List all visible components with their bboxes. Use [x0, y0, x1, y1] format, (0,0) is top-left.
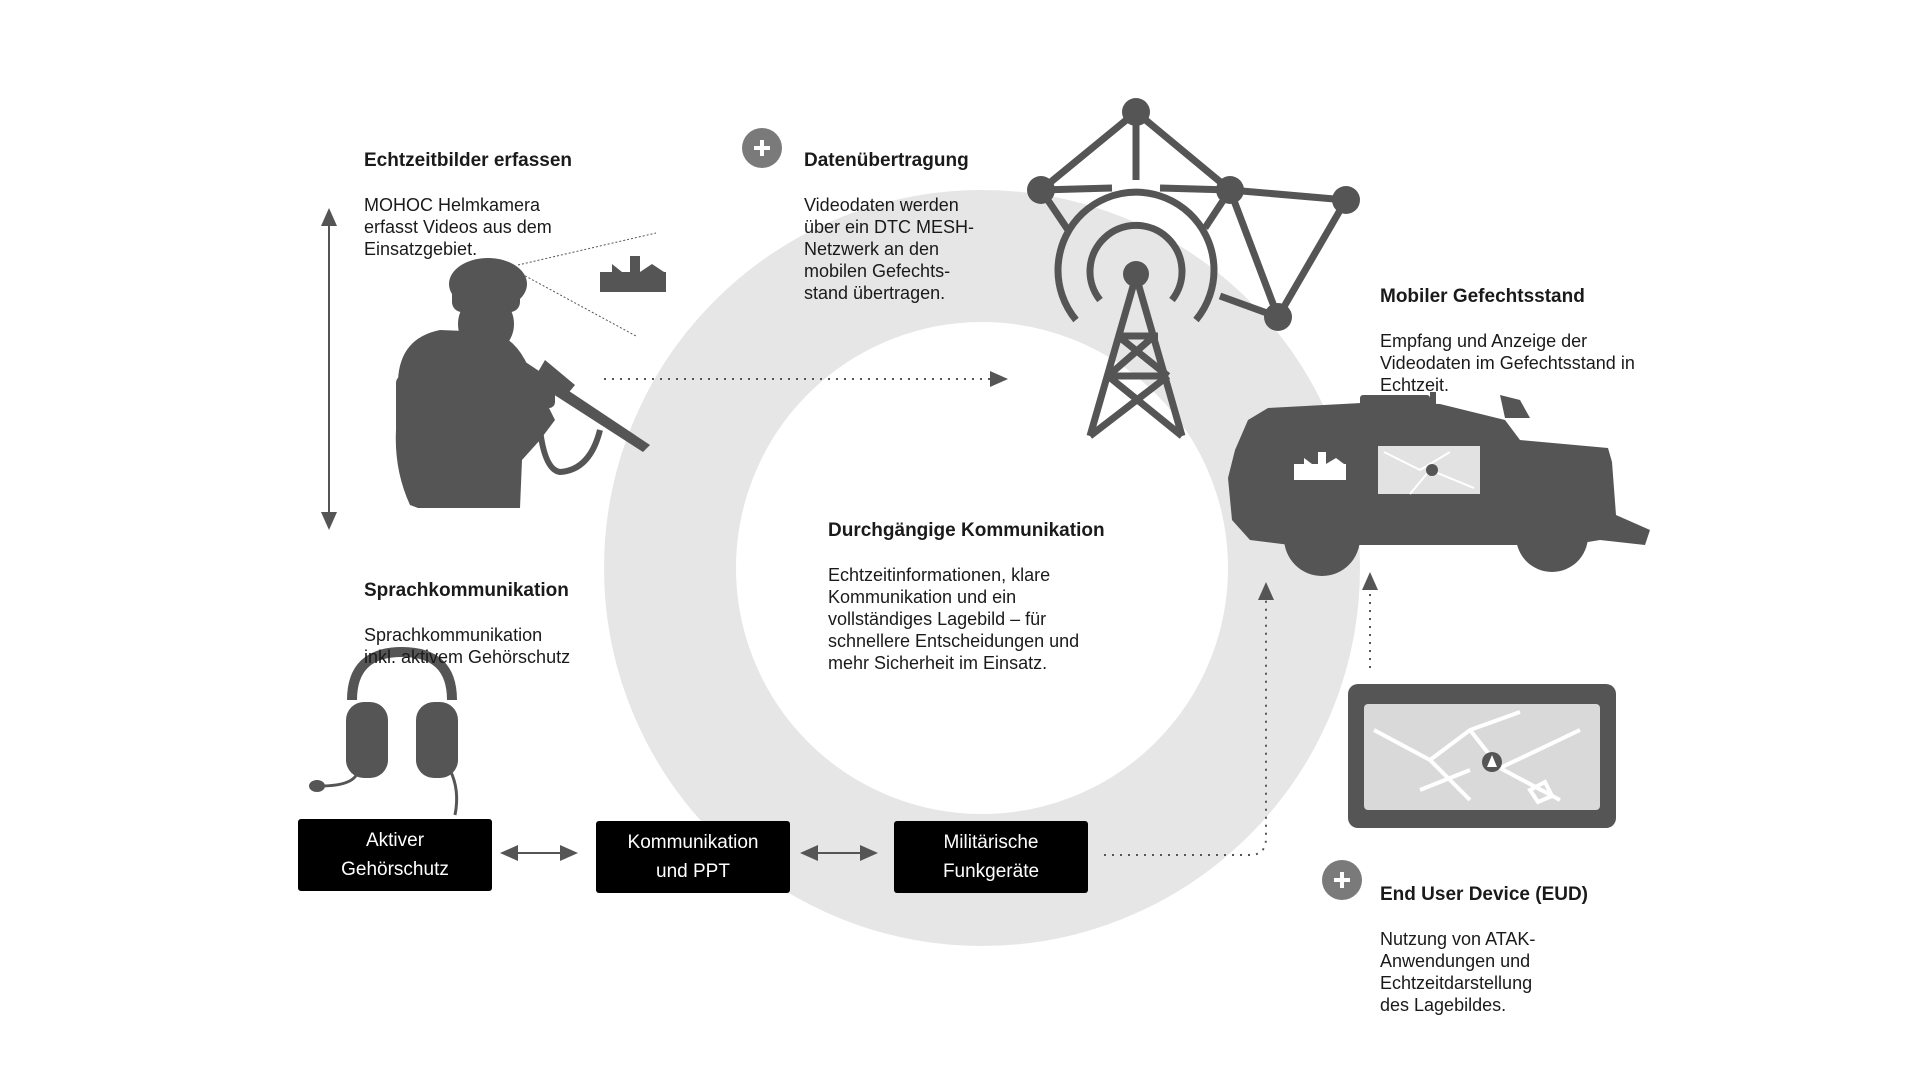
center-title: Durchgängige Kommunikation	[828, 520, 1105, 541]
eud-title: End User Device (EUD)	[1380, 884, 1589, 905]
capture-body: MOHOC Helmkamera erfasst Videos aus dem …	[364, 195, 552, 259]
capture-text: Echtzeitbilder erfassen MOHOC Helmkamera…	[364, 128, 624, 282]
military-radios-box: Militärische Funkgeräte	[894, 821, 1088, 893]
eud-text: End User Device (EUD) Nutzung von ATAK- …	[1380, 862, 1640, 1038]
communication-ppt-box: Kommunikation und PPT	[596, 821, 790, 893]
mesh-nodes	[1027, 98, 1360, 331]
plus-icon	[742, 128, 782, 168]
soldier-icon	[395, 258, 650, 508]
mesh-network-icon	[1038, 109, 1350, 321]
command-body: Empfang und Anzeige der Videodaten im Ge…	[1380, 331, 1635, 395]
eud-body: Nutzung von ATAK- Anwendungen und Echtze…	[1380, 929, 1536, 1015]
command-title: Mobiler Gefechtsstand	[1380, 286, 1585, 307]
transfer-body: Videodaten werden über ein DTC MESH- Net…	[804, 195, 975, 303]
building-icon	[600, 256, 666, 292]
command-text: Mobiler Gefechtsstand Empfang und Anzeig…	[1380, 264, 1700, 418]
voice-body: Sprachkommunikation inkl. aktivem Gehörs…	[364, 625, 571, 667]
center-text: Durchgängige Kommunikation Echtzeitinfor…	[828, 498, 1148, 696]
transfer-title: Datenübertragung	[804, 150, 969, 171]
hearing-protection-box: Aktiver Gehörschutz	[298, 819, 492, 891]
headset-icon	[309, 646, 459, 816]
plus-icon	[1322, 860, 1362, 900]
voice-title: Sprachkommunikation	[364, 580, 569, 601]
capture-title: Echtzeitbilder erfassen	[364, 150, 573, 171]
voice-text: Sprachkommunikation Sprachkommunikation …	[364, 558, 624, 690]
transfer-text: Datenübertragung Videodaten werden über …	[804, 128, 1024, 326]
center-body: Echtzeitinformationen, klare Kommunikati…	[828, 565, 1080, 673]
radio-tower-icon	[1054, 188, 1218, 439]
